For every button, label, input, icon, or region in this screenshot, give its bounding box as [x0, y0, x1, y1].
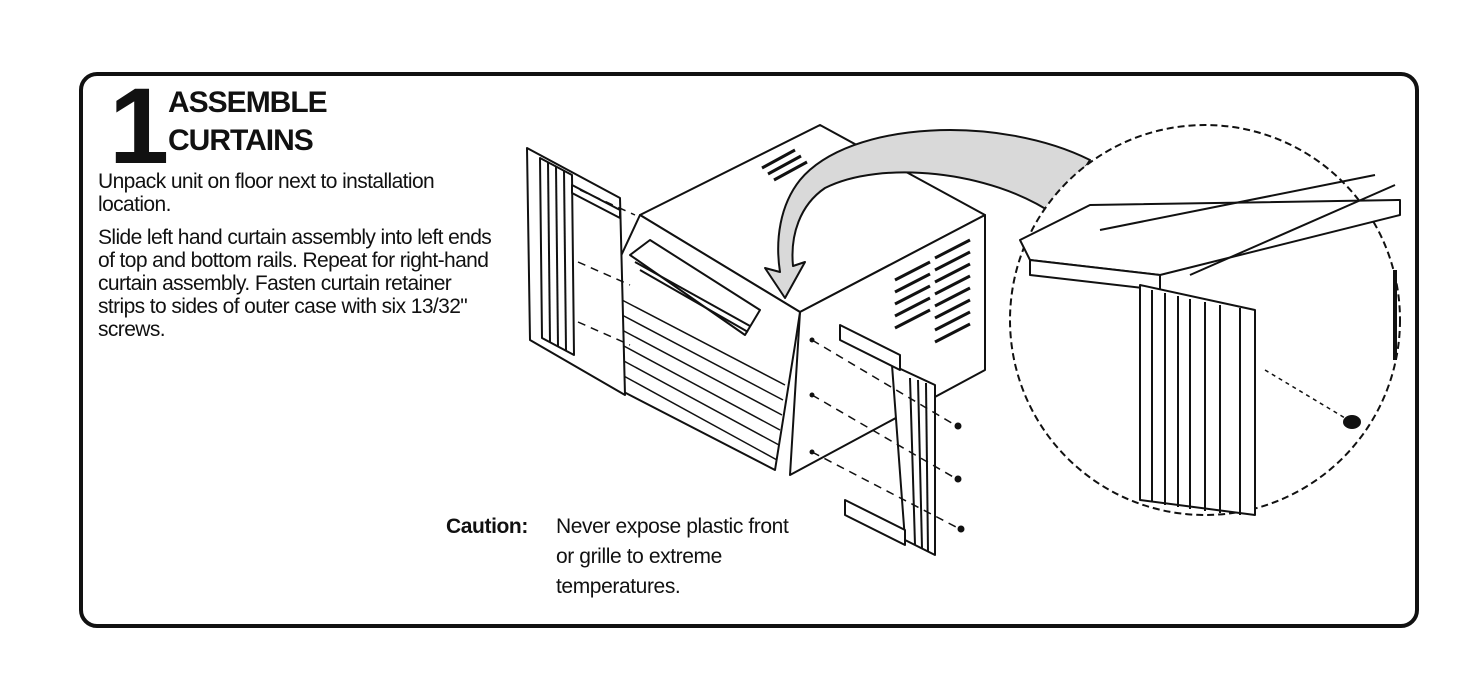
- caution-label: Caution:: [446, 515, 528, 538]
- instructions-text: Unpack unit on floor next to installatio…: [98, 170, 498, 351]
- caution-line-3: temperatures.: [556, 575, 681, 598]
- step-number: 1: [109, 65, 169, 186]
- caution-line-2: or grille to extreme: [556, 545, 722, 568]
- caution-text: Never expose plastic front or grille to …: [556, 512, 856, 602]
- step-title: ASSEMBLE CURTAINS: [168, 84, 328, 160]
- caution-line-1: Never expose plastic front: [556, 515, 789, 538]
- instruction-paragraph-2: Slide left hand curtain assembly into le…: [98, 226, 492, 341]
- step-title-line-2: CURTAINS: [168, 124, 314, 157]
- step-title-line-1: ASSEMBLE: [168, 86, 328, 119]
- instruction-paragraph-1: Unpack unit on floor next to installatio…: [98, 170, 435, 216]
